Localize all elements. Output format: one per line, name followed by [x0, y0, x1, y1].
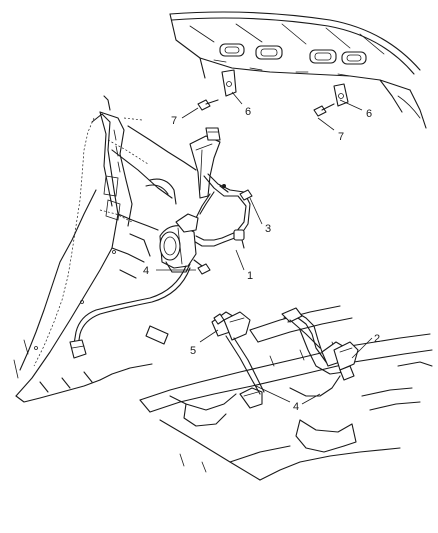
- leader-3: [249, 197, 263, 225]
- center-buckle-right: [281, 307, 359, 381]
- lap-belt-cable: [69, 265, 191, 359]
- bolt-right: [313, 103, 335, 117]
- leader-7a: [181, 107, 199, 119]
- leader-6b: [339, 99, 363, 111]
- quarter-panel: [13, 95, 197, 403]
- callout-4-retractor: 4: [143, 265, 149, 277]
- callout-5: 5: [190, 345, 196, 357]
- leader-5: [199, 329, 219, 343]
- leader-4b-2: [301, 393, 321, 405]
- callout-4-buckles: 4: [293, 401, 299, 413]
- retractor-assembly: [159, 213, 245, 273]
- leader-4b-1: [255, 385, 291, 403]
- callout-6-left: 6: [245, 106, 251, 118]
- leader-1: [235, 249, 245, 271]
- callout-2: 2: [374, 333, 380, 345]
- callout-6-right: 6: [366, 108, 372, 120]
- bolt-left: [197, 99, 219, 111]
- floor-pan: [139, 305, 433, 481]
- callout-7-right: 7: [338, 131, 344, 143]
- retractor-bolt: [193, 259, 211, 275]
- roof-header-panel: [169, 11, 427, 129]
- leader-6a: [231, 91, 243, 105]
- anchor-bracket-right: [333, 83, 349, 107]
- callout-7-left: 7: [171, 115, 177, 127]
- callout-3: 3: [265, 223, 271, 235]
- callout-1: 1: [247, 270, 253, 282]
- leader-7b: [317, 117, 335, 131]
- leader-2: [351, 337, 373, 359]
- center-buckle-left: [211, 311, 265, 395]
- anchor-bolt-upper: [239, 189, 253, 201]
- shoulder-belt-guide: [189, 127, 221, 199]
- anchor-bracket-left: [221, 69, 237, 97]
- leader-lines: [156, 91, 373, 405]
